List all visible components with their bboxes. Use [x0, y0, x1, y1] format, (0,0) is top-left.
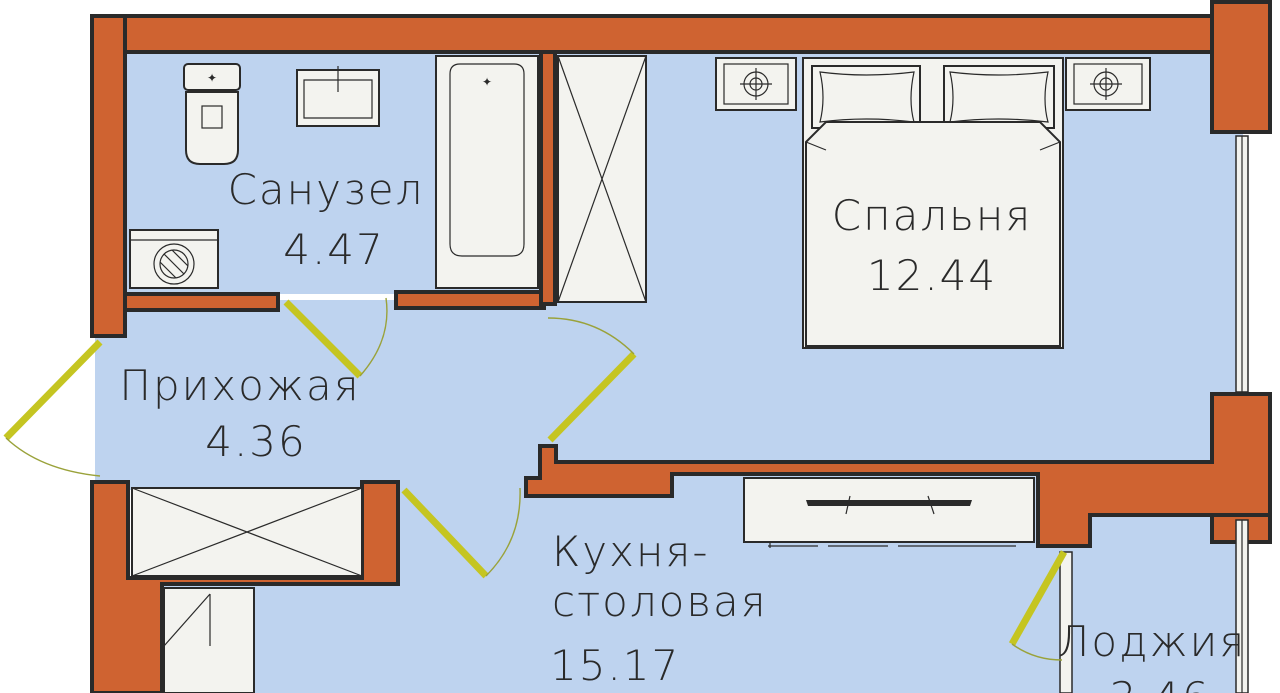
window-loggia-inner: [1059, 551, 1073, 693]
tv-cabinet: [743, 477, 1035, 543]
hallway-name: Прихожая: [119, 361, 360, 410]
corridor-floor: [400, 300, 560, 500]
room-labels: Санузел 4.47 Спальня 12.44 Прихожая 4.36…: [119, 165, 1246, 693]
wall-bath-partition: [539, 50, 557, 306]
bathroom-name: Санузел: [228, 165, 425, 214]
wall-left-upper: [90, 14, 280, 338]
bedroom-wardrobe: [557, 55, 647, 303]
bedroom-name: Спальня: [832, 191, 1032, 240]
pillow-right: [943, 65, 1055, 129]
kitchen-name-line2: столовая: [552, 577, 768, 626]
bed-group: [715, 57, 1151, 349]
door-bedroom[interactable]: [547, 351, 637, 443]
kitchen-area: 15.17: [550, 641, 680, 690]
kitchen-counter: [163, 587, 255, 693]
bathtub: [435, 55, 539, 289]
loggia-name: Лоджия: [1058, 617, 1246, 666]
hallway-area: 4.36: [205, 417, 307, 466]
bathroom-area: 4.47: [283, 225, 385, 274]
walls: [90, 0, 1272, 693]
door-bathroom[interactable]: [283, 299, 363, 379]
wall-bedroom-kitchen: [524, 392, 1272, 548]
wall-right-upper: [1210, 0, 1272, 134]
door-loggia[interactable]: [1008, 550, 1068, 646]
bedroom-area: 12.44: [867, 251, 997, 300]
hallway-wardrobe: [131, 487, 363, 693]
kitchen-name-line1: Кухня-: [552, 527, 709, 576]
tv-icon: [806, 500, 972, 506]
doors: [3, 297, 1068, 661]
wall-bath-bottom: [394, 290, 546, 310]
loggia-area: 3.46: [1109, 673, 1211, 693]
wall-left-lower: [90, 480, 400, 693]
svg-text:✦: ✦: [482, 75, 492, 89]
tv-stand: [743, 477, 1035, 548]
toilet-tank: [183, 63, 241, 91]
door-entrance[interactable]: [3, 339, 103, 441]
washing-machine: [129, 229, 219, 289]
bathroom-fixtures: ✦ ✦: [129, 55, 539, 289]
windows: [1059, 135, 1249, 693]
svg-text:✦: ✦: [207, 71, 217, 85]
door-kitchen[interactable]: [401, 487, 489, 579]
